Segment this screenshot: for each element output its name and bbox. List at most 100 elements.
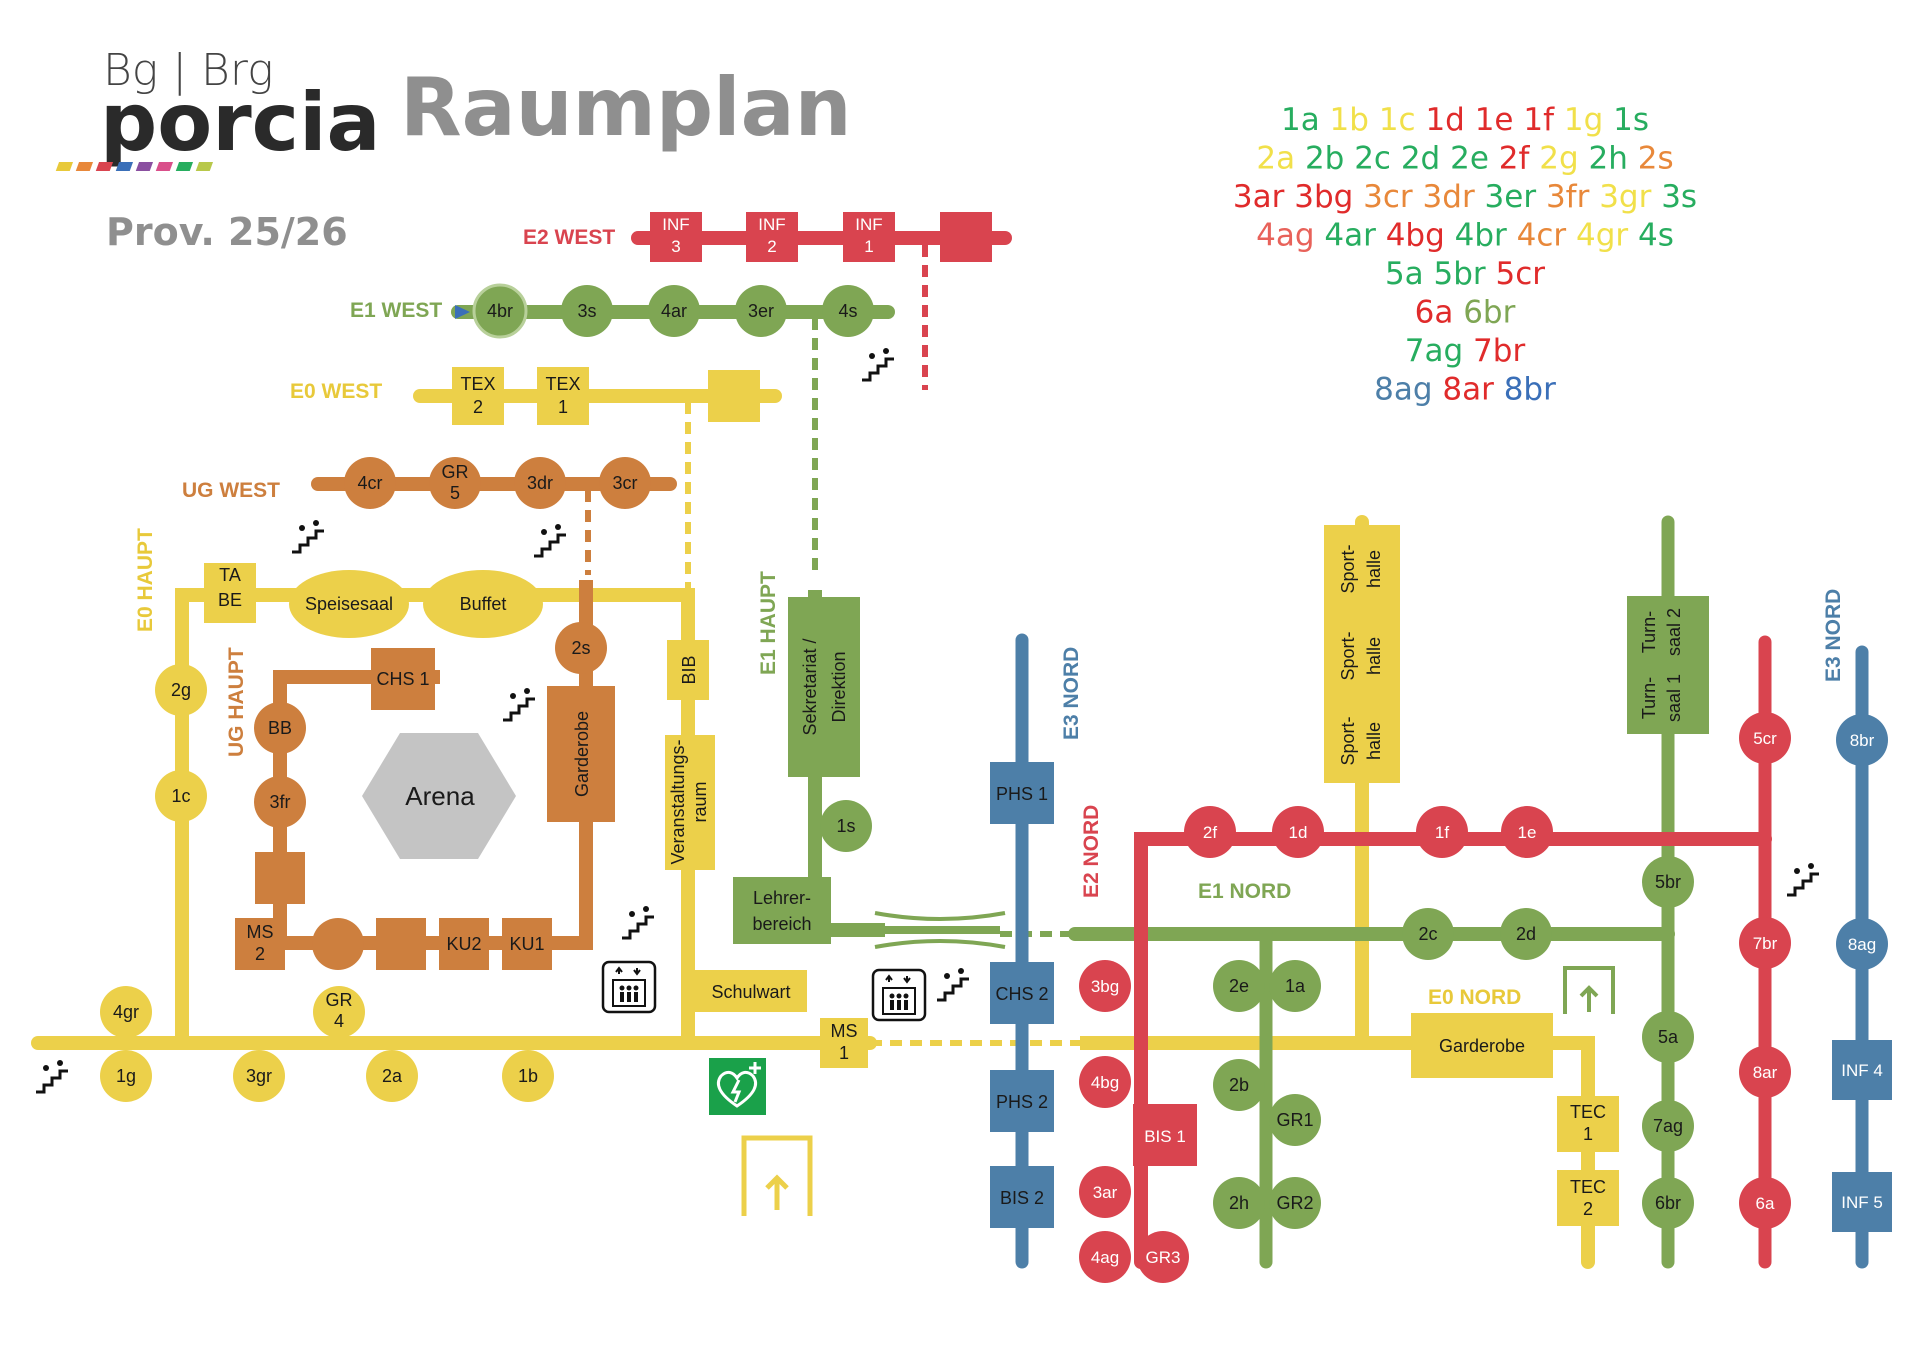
svg-text:8br: 8br [1850, 731, 1875, 750]
room-8ag[interactable]: 8ag [1836, 918, 1888, 970]
legend-class-label: 4cr [1507, 218, 1567, 254]
room-phs1[interactable]: PHS 1 [990, 762, 1054, 824]
room-gr3[interactable]: GR3 [1137, 1231, 1189, 1283]
room-inf5[interactable]: INF 5 [1832, 1172, 1892, 1232]
room-1a[interactable]: 1a [1269, 960, 1321, 1012]
svg-text:6a: 6a [1756, 1194, 1775, 1213]
room-unnamed-ug1[interactable] [255, 852, 305, 904]
room-4ag[interactable]: 4ag [1079, 1231, 1131, 1283]
room-gr2[interactable]: GR2 [1269, 1177, 1321, 1229]
svg-text:KU2: KU2 [446, 934, 481, 954]
room-2e[interactable]: 2e [1213, 960, 1265, 1012]
room-turnsaal[interactable]: Turn- saal 2 Turn- saal 1 [1627, 596, 1709, 734]
room-bib[interactable]: BIB [667, 640, 709, 700]
room-garderobe-nord[interactable]: Garderobe [1411, 1013, 1553, 1078]
svg-text:Turn-: Turn- [1639, 677, 1659, 719]
room-2f[interactable]: 2f [1184, 806, 1236, 858]
room-1g[interactable]: 1g [100, 1050, 152, 1102]
room-2a[interactable]: 2a [366, 1050, 418, 1102]
room-4bg[interactable]: 4bg [1079, 1056, 1131, 1108]
room-unnamed-ug3[interactable] [376, 918, 426, 970]
svg-text:4s: 4s [838, 301, 857, 321]
room-unnamed-e0w[interactable] [708, 370, 760, 422]
room-speisesaal[interactable]: Speisesaal [289, 570, 409, 638]
legend-class-label: 8ar [1433, 372, 1495, 408]
room-7br[interactable]: 7br [1739, 917, 1791, 969]
room-sekretariat-direktion[interactable]: Sekretariat /Direktion [788, 597, 860, 777]
room-gr5[interactable]: GR5 [429, 457, 481, 509]
room-3cr[interactable]: 3cr [599, 457, 651, 509]
room-schulwart[interactable]: Schulwart [695, 970, 807, 1012]
legend-class-label: 5cr [1486, 256, 1546, 292]
room-4s[interactable]: 4s [822, 285, 874, 337]
room-3bg[interactable]: 3bg [1079, 960, 1131, 1012]
room-3dr[interactable]: 3dr [514, 457, 566, 509]
room-5a[interactable]: 5a [1642, 1011, 1694, 1063]
room-2g[interactable]: 2g [155, 664, 207, 716]
room-chs2[interactable]: CHS 2 [990, 962, 1054, 1024]
room-8br[interactable]: 8br [1836, 714, 1888, 766]
room-sporthalle[interactable]: Sport- halle Sport- halle Sport- halle [1324, 525, 1400, 783]
room-2b[interactable]: 2b [1213, 1059, 1265, 1111]
room-4cr[interactable]: 4cr [344, 457, 396, 509]
room-2s[interactable]: 2s [555, 622, 607, 674]
room-ms2[interactable]: MS2 [235, 918, 285, 970]
room-1e[interactable]: 1e [1501, 806, 1553, 858]
room-ku2[interactable]: KU2 [439, 918, 489, 970]
room-ku1[interactable]: KU1 [502, 918, 552, 970]
legend-class-label: 2d [1391, 141, 1440, 177]
room-arena[interactable]: Arena [362, 733, 516, 859]
room-6br[interactable]: 6br [1642, 1177, 1694, 1229]
room-5br[interactable]: 5br [1642, 856, 1694, 908]
room-3gr[interactable]: 3gr [233, 1050, 285, 1102]
room-unnamed-ug2[interactable] [312, 918, 364, 970]
room-garderobe-haupt[interactable]: Garderobe [547, 686, 615, 822]
room-7ag[interactable]: 7ag [1642, 1100, 1694, 1152]
room-gr4[interactable]: GR4 [313, 986, 365, 1038]
svg-text:4ar: 4ar [661, 301, 687, 321]
room-1c[interactable]: 1c [155, 770, 207, 822]
room-bis1[interactable]: BIS 1 [1133, 1104, 1197, 1166]
room-phs2[interactable]: PHS 2 [990, 1070, 1054, 1132]
room-4br-w[interactable]: 4br [472, 283, 528, 339]
room-1b[interactable]: 1b [502, 1050, 554, 1102]
room-6a[interactable]: 6a [1739, 1177, 1791, 1229]
room-inf4[interactable]: INF 4 [1832, 1040, 1892, 1100]
svg-text:Garderobe: Garderobe [1439, 1036, 1525, 1056]
room-4gr[interactable]: 4gr [100, 986, 152, 1038]
room-4ar[interactable]: 4ar [648, 285, 700, 337]
room-3er[interactable]: 3er [735, 285, 787, 337]
legend-class-label: 2h [1579, 141, 1628, 177]
room-ms1[interactable]: MS1 [820, 1018, 868, 1068]
room-bis2[interactable]: BIS 2 [990, 1166, 1054, 1228]
room-1s[interactable]: 1s [820, 800, 872, 852]
svg-text:Veranstaltungs-: Veranstaltungs- [668, 739, 688, 864]
room-buffet[interactable]: Buffet [423, 570, 543, 638]
room-gr1[interactable]: GR1 [1269, 1094, 1321, 1146]
room-3ar[interactable]: 3ar [1079, 1166, 1131, 1218]
room-3s[interactable]: 3s [561, 285, 613, 337]
room-veranstaltungsraum[interactable]: Veranstaltungs-raum [665, 735, 715, 870]
room-lehrerbereich[interactable]: Lehrer-bereich [733, 877, 831, 944]
room-5cr[interactable]: 5cr [1739, 712, 1791, 764]
room-2c[interactable]: 2c [1402, 908, 1454, 960]
room-3fr[interactable]: 3fr [254, 776, 306, 828]
room-2d[interactable]: 2d [1500, 908, 1552, 960]
room-chs1[interactable]: CHS 1 [371, 648, 435, 710]
room-1f[interactable]: 1f [1416, 806, 1468, 858]
line-label-e1-nord: E1 NORD [1198, 880, 1291, 903]
room-unnamed-e2w[interactable] [940, 212, 992, 262]
legend-row: 4ag 4ar 4bg 4br 4cr 4gr 4s [1256, 218, 1674, 254]
room-8ar[interactable]: 8ar [1739, 1046, 1791, 1098]
room-1d[interactable]: 1d [1272, 806, 1324, 858]
room-bb[interactable]: BB [254, 702, 306, 754]
room-2h[interactable]: 2h [1213, 1177, 1265, 1229]
